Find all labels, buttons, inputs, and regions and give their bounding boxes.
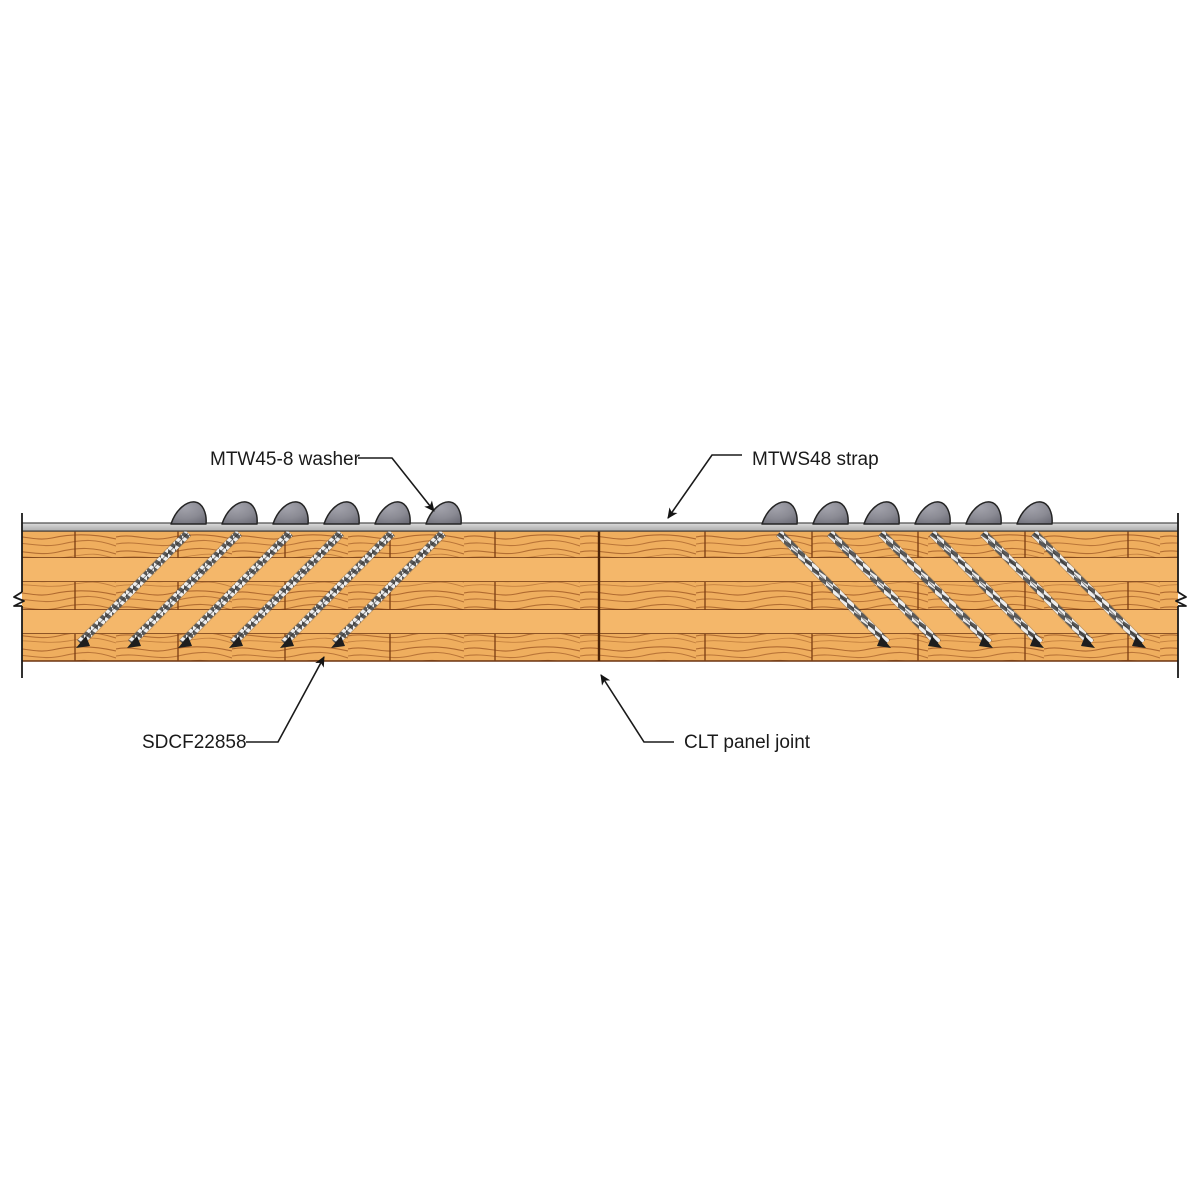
leader-sdcf22858 xyxy=(246,656,325,743)
mtw45-8-washer xyxy=(965,501,1002,525)
leader-mtws48-strap xyxy=(667,454,742,519)
leader-clt-panel-joint xyxy=(600,674,674,743)
board-divisions-layer-5 xyxy=(74,634,1129,661)
break-symbol-icon xyxy=(1175,591,1187,607)
right-edge-line xyxy=(1175,513,1187,678)
label-mtws48-strap: MTWS48 strap xyxy=(752,449,879,470)
mtw45-8-washer xyxy=(863,501,900,525)
mtw45-8-washer xyxy=(323,501,360,525)
label-mtw45-8-washer: MTW45-8 washer xyxy=(210,449,361,470)
screw-group-right xyxy=(775,531,1146,648)
mtw45-8-washer xyxy=(812,501,849,525)
mtw45-8-washer xyxy=(761,501,798,525)
mtw45-8-washer xyxy=(374,501,411,525)
label-clt-panel-joint: CLT panel joint xyxy=(684,732,811,753)
leader-mtw45-8-washer xyxy=(358,457,435,512)
mtw45-8-washer xyxy=(1016,501,1053,525)
screw-sdcf22858 xyxy=(76,531,447,648)
break-symbol-icon xyxy=(13,591,25,607)
left-edge-line xyxy=(13,513,25,678)
mtw45-8-washer xyxy=(425,501,462,525)
label-sdcf22858: SDCF22858 xyxy=(142,732,247,753)
callout-leaders xyxy=(246,454,742,743)
mtw45-8-washer xyxy=(170,501,207,525)
washer-group-right xyxy=(761,501,1053,525)
screw-sdcf22858 xyxy=(775,531,1146,648)
mtw45-8-washer xyxy=(272,501,309,525)
board-divisions-layer-1 xyxy=(74,531,1129,558)
screw-group-left xyxy=(76,531,447,648)
washer-group-left xyxy=(170,501,462,525)
mtw45-8-washer xyxy=(914,501,951,525)
mtw45-8-washer xyxy=(221,501,258,525)
